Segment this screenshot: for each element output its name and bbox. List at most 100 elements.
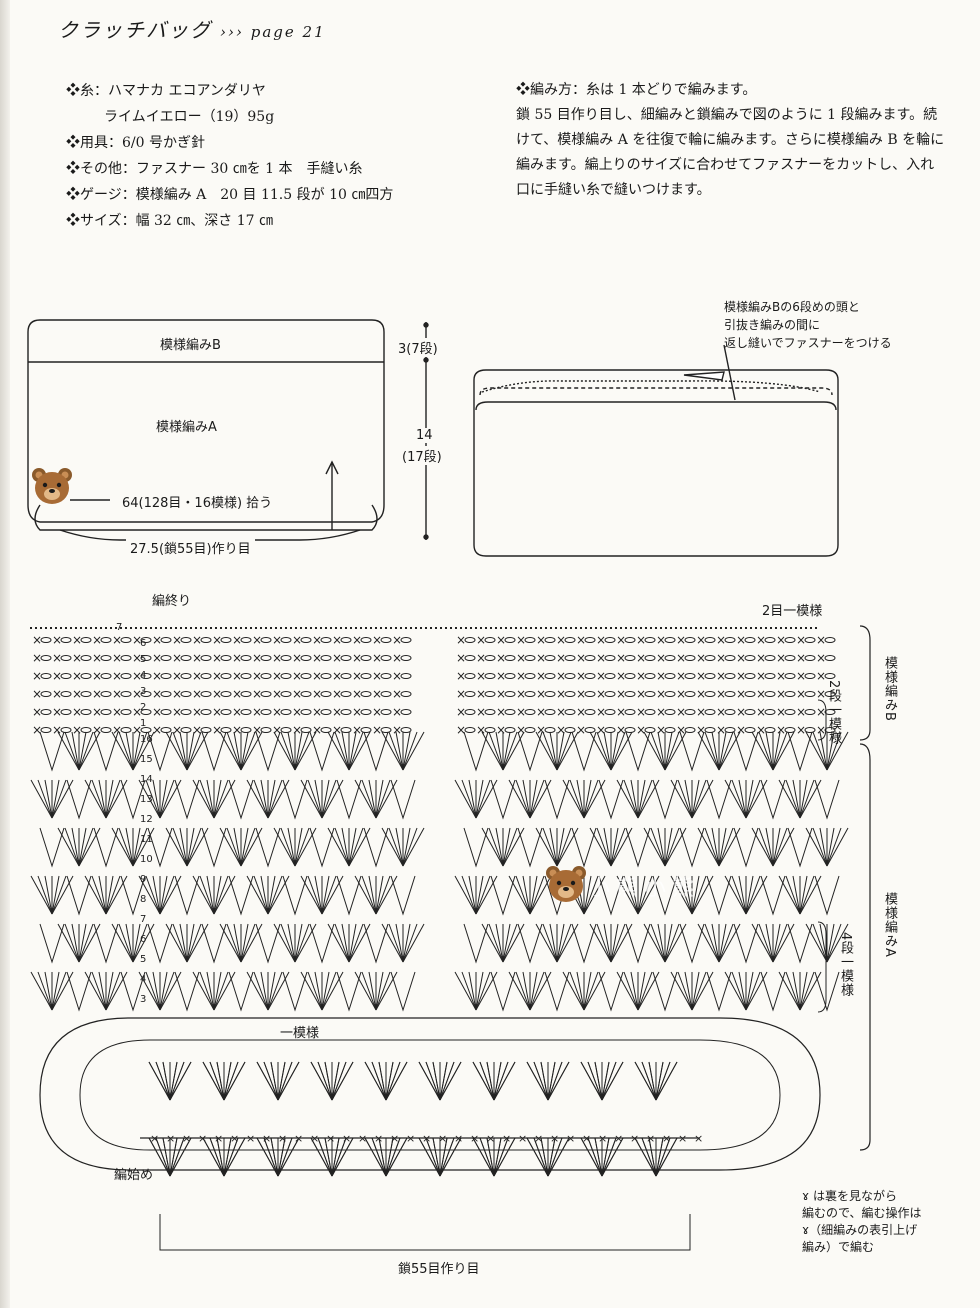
svg-text:×: × [678, 1132, 687, 1145]
svg-text:×: × [166, 1132, 175, 1145]
svg-text:×: × [272, 705, 282, 719]
svg-text:×: × [132, 687, 142, 701]
svg-text:×: × [696, 723, 706, 737]
svg-text:×: × [596, 705, 606, 719]
svg-text:×: × [52, 633, 62, 647]
svg-text:×: × [536, 687, 546, 701]
svg-text:5: 5 [140, 654, 146, 665]
svg-text:×: × [352, 705, 362, 719]
svg-text:×: × [476, 651, 486, 665]
svg-text:×: × [736, 651, 746, 665]
svg-text:×: × [232, 687, 242, 701]
svg-text:×: × [232, 669, 242, 683]
svg-text:×: × [676, 687, 686, 701]
method-body: 鎖 55 目作り目し、細編みと鎖編みで図のように 1 段編みます。続けて、模様編… [516, 107, 945, 198]
bear-icon [32, 468, 72, 504]
svg-text:×: × [278, 1132, 287, 1145]
svg-text:×: × [92, 705, 102, 719]
svg-text:8: 8 [140, 894, 146, 905]
bear-icon [546, 866, 586, 902]
svg-text:×: × [716, 687, 726, 701]
svg-text:×: × [656, 687, 666, 701]
svg-text:×: × [292, 723, 302, 737]
svg-text:×: × [656, 669, 666, 683]
svg-text:×: × [352, 633, 362, 647]
svg-text:×: × [212, 705, 222, 719]
svg-text:×: × [796, 633, 806, 647]
svg-text:×: × [262, 1132, 271, 1145]
svg-text:×: × [132, 669, 142, 683]
svg-text:×: × [252, 723, 262, 737]
svg-text:2: 2 [140, 702, 146, 713]
svg-text:×: × [292, 651, 302, 665]
svg-text:×: × [372, 705, 382, 719]
svg-text:×: × [496, 651, 506, 665]
svg-text:×: × [152, 705, 162, 719]
svg-text:×: × [72, 687, 82, 701]
svg-text:×: × [352, 723, 362, 737]
svg-text:×: × [502, 1132, 511, 1145]
svg-text:6: 6 [140, 638, 146, 649]
page-title: クラッチバッグ››› page 21 [58, 18, 326, 42]
materials-other: ❖その他：ファスナー 30 ㎝を 1 本 手縫い糸 [66, 161, 363, 177]
svg-text:×: × [656, 651, 666, 665]
svg-text:×: × [292, 669, 302, 683]
svg-text:×: × [776, 651, 786, 665]
svg-text:×: × [736, 723, 746, 737]
svg-text:×: × [456, 633, 466, 647]
svg-text:×: × [796, 687, 806, 701]
svg-text:×: × [696, 687, 706, 701]
svg-text:×: × [332, 705, 342, 719]
svg-text:×: × [32, 633, 42, 647]
svg-text:×: × [576, 669, 586, 683]
dimension-top: 3(7段) [398, 338, 438, 357]
svg-text:×: × [518, 1132, 527, 1145]
svg-text:×: × [212, 633, 222, 647]
svg-text:×: × [456, 651, 466, 665]
svg-text:×: × [496, 723, 506, 737]
svg-text:×: × [676, 669, 686, 683]
svg-text:×: × [576, 705, 586, 719]
svg-text:×: × [72, 723, 82, 737]
svg-text:×: × [372, 669, 382, 683]
svg-text:×: × [456, 687, 466, 701]
materials-hook: ❖用具：6/0 号かぎ針 [66, 135, 205, 151]
svg-text:×: × [616, 633, 626, 647]
svg-text:×: × [776, 723, 786, 737]
chart-side-a: 模様編みA [882, 892, 897, 958]
svg-text:×: × [536, 705, 546, 719]
svg-text:×: × [332, 651, 342, 665]
svg-text:×: × [52, 651, 62, 665]
svg-text:×: × [796, 723, 806, 737]
svg-text:×: × [52, 705, 62, 719]
svg-text:×: × [756, 687, 766, 701]
watermark: 小熊小熊 [588, 876, 701, 901]
svg-text:×: × [172, 651, 182, 665]
chart-base-chain: 鎖55目作り目 [394, 1258, 484, 1277]
svg-text:×: × [662, 1132, 671, 1145]
svg-text:×: × [252, 687, 262, 701]
svg-text:×: × [736, 633, 746, 647]
svg-text:6: 6 [140, 934, 146, 945]
svg-text:×: × [212, 723, 222, 737]
svg-text:×: × [192, 723, 202, 737]
svg-text:×: × [112, 633, 122, 647]
svg-text:×: × [192, 651, 202, 665]
svg-text:×: × [310, 1132, 319, 1145]
svg-text:×: × [72, 651, 82, 665]
svg-text:×: × [736, 669, 746, 683]
flat-piece-outline [27, 319, 385, 523]
svg-text:×: × [232, 633, 242, 647]
svg-text:×: × [92, 669, 102, 683]
svg-text:×: × [112, 723, 122, 737]
materials-color: ライムイエロー（19）95g [104, 109, 275, 125]
svg-text:×: × [696, 669, 706, 683]
svg-text:×: × [456, 669, 466, 683]
svg-text:×: × [496, 669, 506, 683]
svg-text:×: × [476, 687, 486, 701]
svg-text:1: 1 [140, 718, 146, 729]
svg-text:13: 13 [140, 794, 153, 805]
svg-text:×: × [646, 1132, 655, 1145]
svg-text:×: × [352, 651, 362, 665]
svg-text:×: × [576, 723, 586, 737]
